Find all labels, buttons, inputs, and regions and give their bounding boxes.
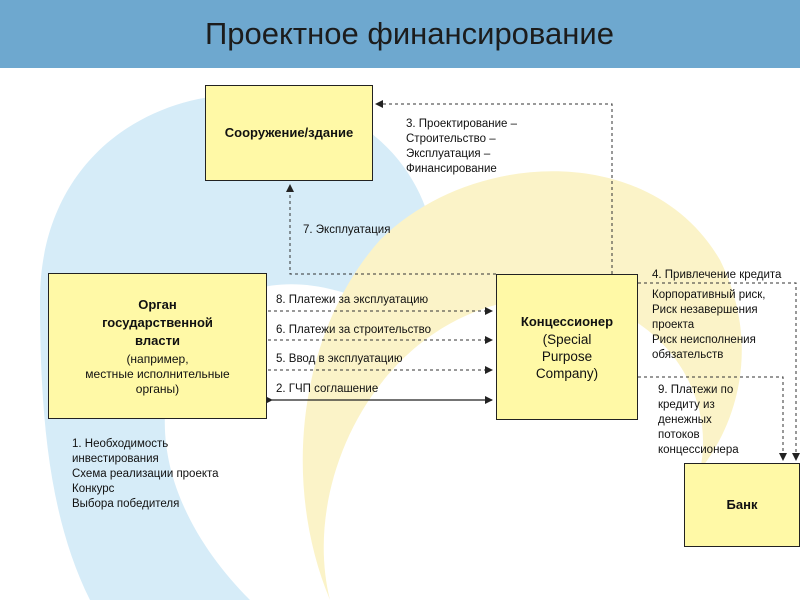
authority-note-3: органы) (135, 381, 180, 396)
arrow-9-loan-payments (638, 376, 787, 461)
box-authority: Орган государственной власти (например, … (48, 273, 267, 419)
box-concessionaire: Концессионер (Special Purpose Company) (496, 274, 638, 420)
label-2: 2. ГЧП соглашение (276, 383, 379, 395)
authority-title-1: Орган (138, 296, 177, 312)
authority-title-2: государственной (102, 314, 213, 330)
label-9: 9. Платежи по кредиту из денежных потоко… (658, 384, 739, 456)
label-5: 5. Ввод в эксплуатацию (276, 353, 403, 365)
box-bank: Банк (684, 463, 800, 547)
label-4: 4. Привлечение кредита (652, 269, 782, 281)
label-4-risks: Корпоративный риск, Риск незавершения пр… (652, 289, 766, 361)
authority-note-1: (например, (126, 351, 189, 366)
authority-note-2: местные исполнительные (85, 366, 230, 381)
watermark-blue-swirl (40, 94, 436, 600)
arrow-7-operation (286, 184, 496, 275)
label-8: 8. Платежи за эксплуатацию (276, 294, 429, 306)
concessionaire-sub-3: Company) (535, 365, 599, 381)
box-bank-label: Банк (726, 497, 758, 512)
arrow-3-design-build (375, 100, 613, 274)
label-3: 3. Проектирование – Строительство – Эксп… (406, 118, 518, 175)
concessionaire-title: Концессионер (520, 313, 614, 329)
label-7: 7. Эксплуатация (303, 224, 391, 236)
label-6: 6. Платежи за строительство (276, 324, 431, 336)
arrow-4-credit (638, 282, 800, 461)
authority-title-3: власти (135, 332, 180, 348)
box-building: Сооружение/здание (205, 85, 373, 181)
label-1: 1. Необходимость инвестирования Схема ре… (72, 438, 219, 510)
concessionaire-sub-2: Purpose (541, 348, 593, 364)
concessionaire-sub-1: (Special (542, 331, 592, 347)
header-bar (0, 0, 800, 68)
box-building-label: Сооружение/здание (224, 125, 354, 140)
page-title: Проектное финансирование (205, 16, 614, 51)
